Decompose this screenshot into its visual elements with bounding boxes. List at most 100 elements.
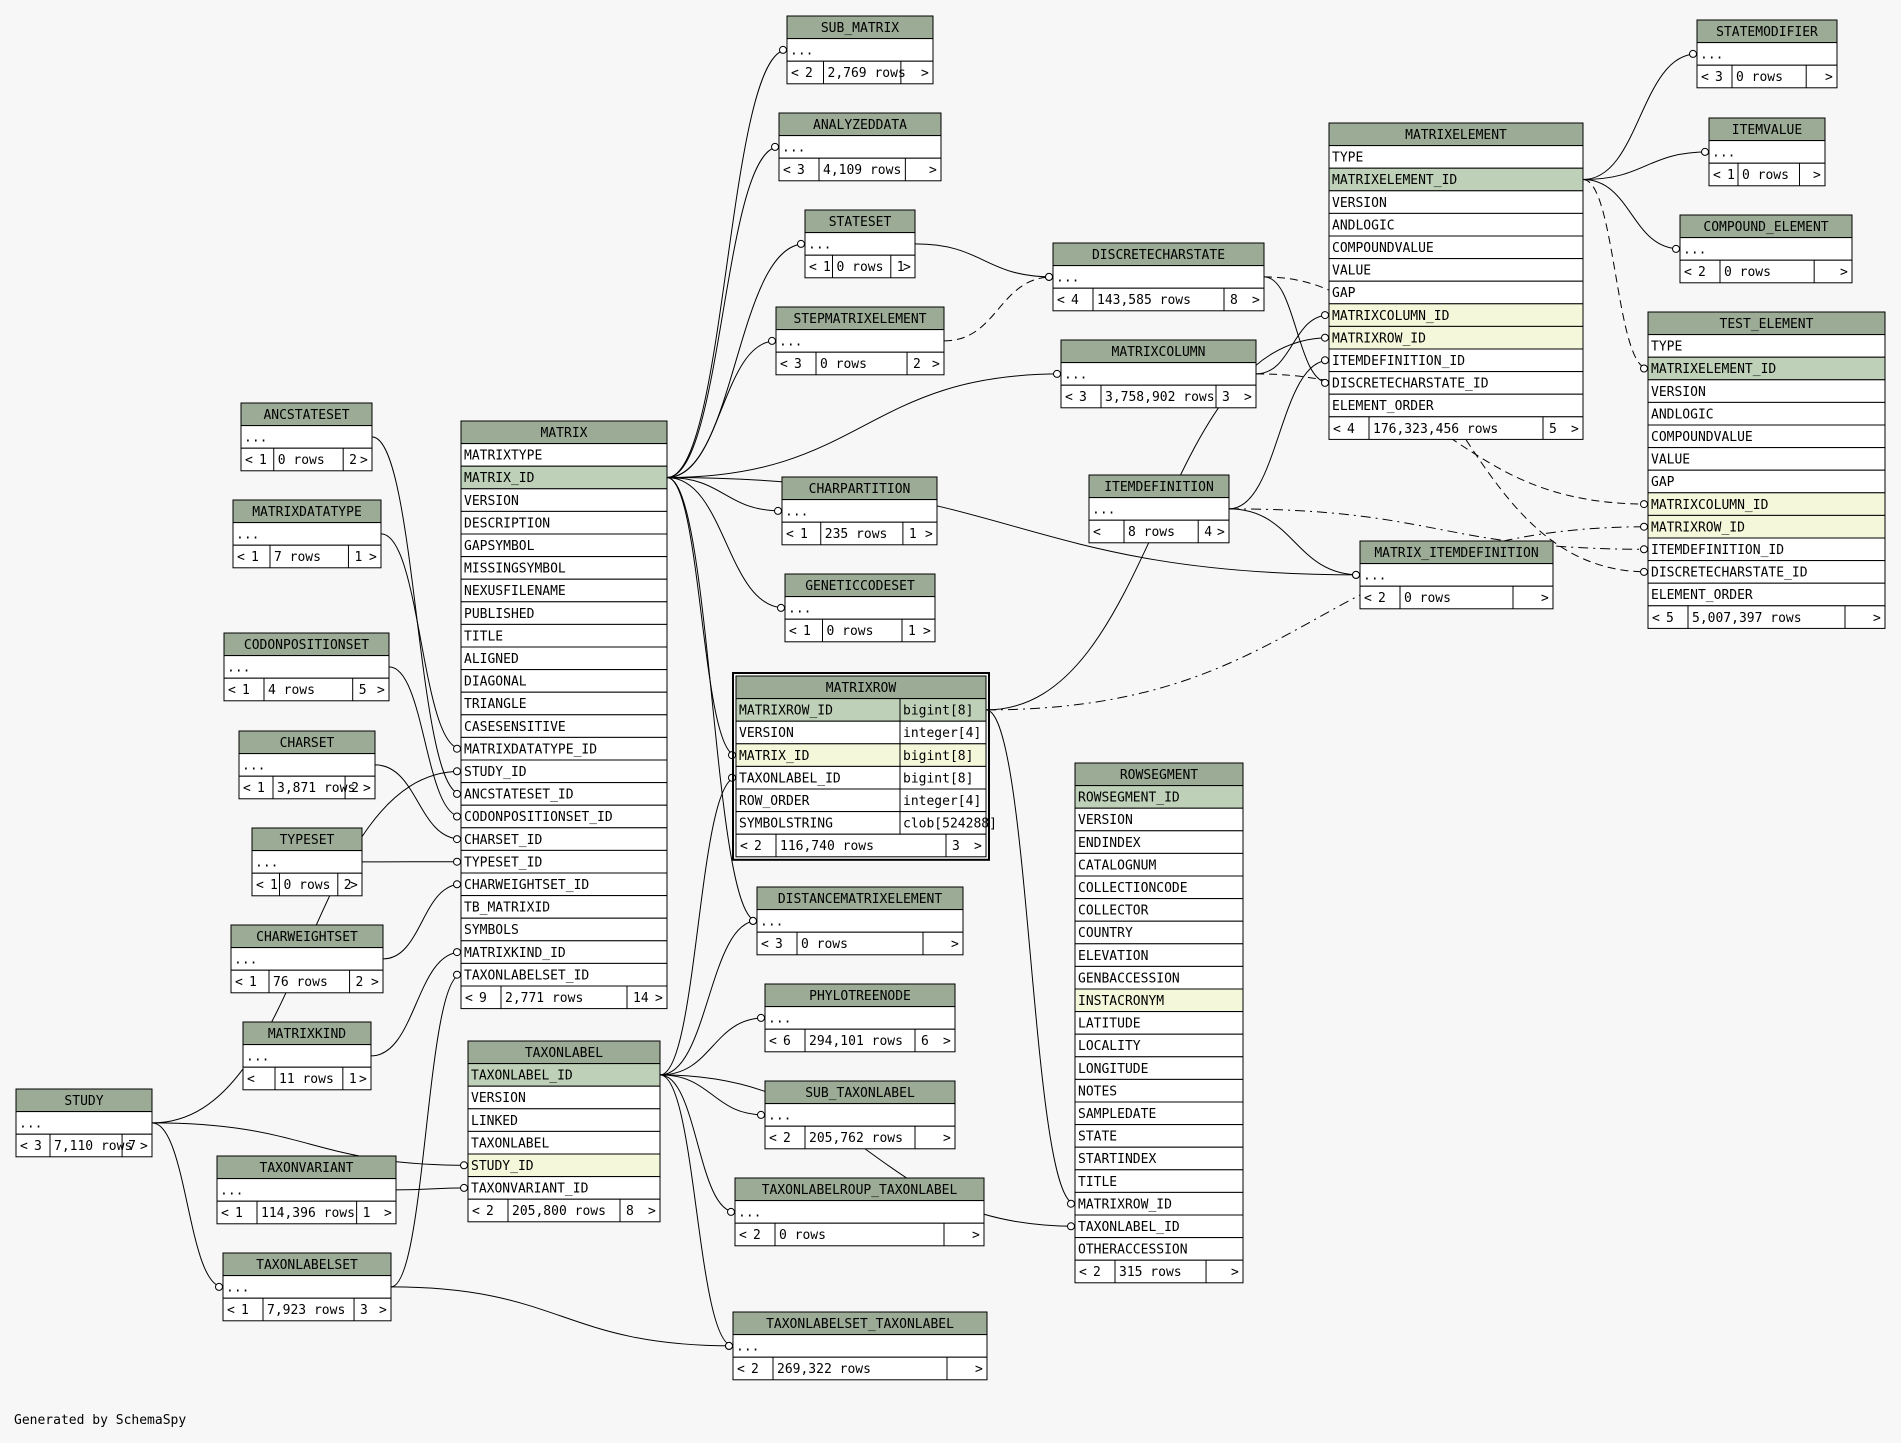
row-count: 0 rows [278,453,325,468]
table-name: CHARPARTITION [809,482,911,497]
table-matrixrow[interactable]: MATRIXROWbigint[8]MATRIXROW_IDinteger[4]… [732,672,997,861]
column-name: DESCRIPTION [464,516,550,531]
children-arrow: > [379,1303,387,1318]
table-name: DISTANCEMATRIXELEMENT [778,892,943,907]
children-arrow: > [1217,525,1225,540]
relationship-line [1228,508,1649,550]
parents-arrow: < [786,527,794,542]
children-count: 5 [1549,422,1557,437]
crowfoot-marker [1640,500,1648,509]
column-name: MISSINGSYMBOL [464,562,566,577]
parents-arrow: < [1057,293,1065,308]
column-name: ELEMENT_ORDER [1332,399,1434,414]
children-arrow: > [648,1204,656,1219]
parents-arrow: < [465,991,473,1006]
children-arrow: > [951,937,959,952]
table-name: ROWSEGMENT [1120,768,1198,783]
table-matrixelement[interactable]: MATRIXELEMENTTYPEMATRIXELEMENT_IDVERSION… [1328,122,1584,440]
children-arrow: > [975,1362,983,1377]
table-taxonlabel[interactable]: TAXONLABELTAXONLABEL_IDVERSIONLINKEDTAXO… [467,1040,661,1223]
relationship-line [1582,179,1649,369]
parents-arrow: < [247,1072,255,1087]
row-count: 7 rows [274,550,321,565]
parents-count: 1 [803,624,811,639]
table-name: CHARSET [280,736,335,751]
relationship-line [380,533,462,750]
crowfoot-marker [1067,1222,1075,1231]
crowfoot-marker [777,603,785,612]
parents-arrow: < [789,624,797,639]
column-type: bigint[8] [903,749,973,764]
crowfoot-marker [453,789,461,798]
row-count: 315 rows [1119,1265,1182,1280]
table-name: STATESET [829,215,892,230]
columns-collapsed: ... [19,1117,42,1132]
crowfoot-marker [453,857,461,866]
columns-collapsed: ... [234,953,257,968]
columns-collapsed: ... [768,1012,791,1027]
relationship-line [666,340,777,478]
column-name: TAXONVARIANT_ID [471,1182,589,1197]
columns-collapsed: ... [790,44,813,59]
table-test-element[interactable]: TEST_ELEMENTTYPEMATRIXELEMENT_IDVERSIONA… [1647,311,1886,629]
relationship-line [666,477,737,756]
children-count: 3 [1222,390,1230,405]
table-rowsegment[interactable]: ROWSEGMENTROWSEGMENT_IDVERSIONENDINDEXCA… [1074,762,1244,1284]
column-name: ITEMDEFINITION_ID [1651,543,1784,558]
crowfoot-marker [1053,369,1061,378]
relationship-line [666,146,780,478]
table-matrix[interactable]: MATRIXMATRIXTYPEMATRIX_IDVERSIONDESCRIPT… [460,420,668,1010]
table-name: STEPMATRIXELEMENT [793,312,926,327]
row-count: 7,923 rows [267,1303,345,1318]
crowfoot-marker [1672,244,1680,253]
table-name: ANALYZEDDATA [813,118,907,133]
parents-arrow: < [761,937,769,952]
relationship-line [1582,151,1710,180]
crowfoot-marker [1321,378,1329,387]
column-name: MATRIX_ID [464,471,535,486]
column-name: VERSION [1332,196,1387,211]
parents-count: 3 [34,1139,42,1154]
relationship-line [151,1122,224,1288]
parents-count: 5 [1666,611,1674,626]
row-count: 0 rows [1724,265,1771,280]
column-name: TAXONLABEL_ID [739,771,841,786]
column-name: ALIGNED [464,652,519,667]
children-count: 8 [1230,293,1238,308]
column-name: VALUE [1332,264,1371,279]
table-name: MATRIXCOLUMN [1112,345,1206,360]
children-arrow: > [384,1206,392,1221]
column-name: DISCRETECHARSTATE_ID [1651,566,1808,581]
columns-collapsed: ... [244,431,267,446]
children-arrow: > [1813,168,1821,183]
parents-arrow: < [1701,70,1709,85]
